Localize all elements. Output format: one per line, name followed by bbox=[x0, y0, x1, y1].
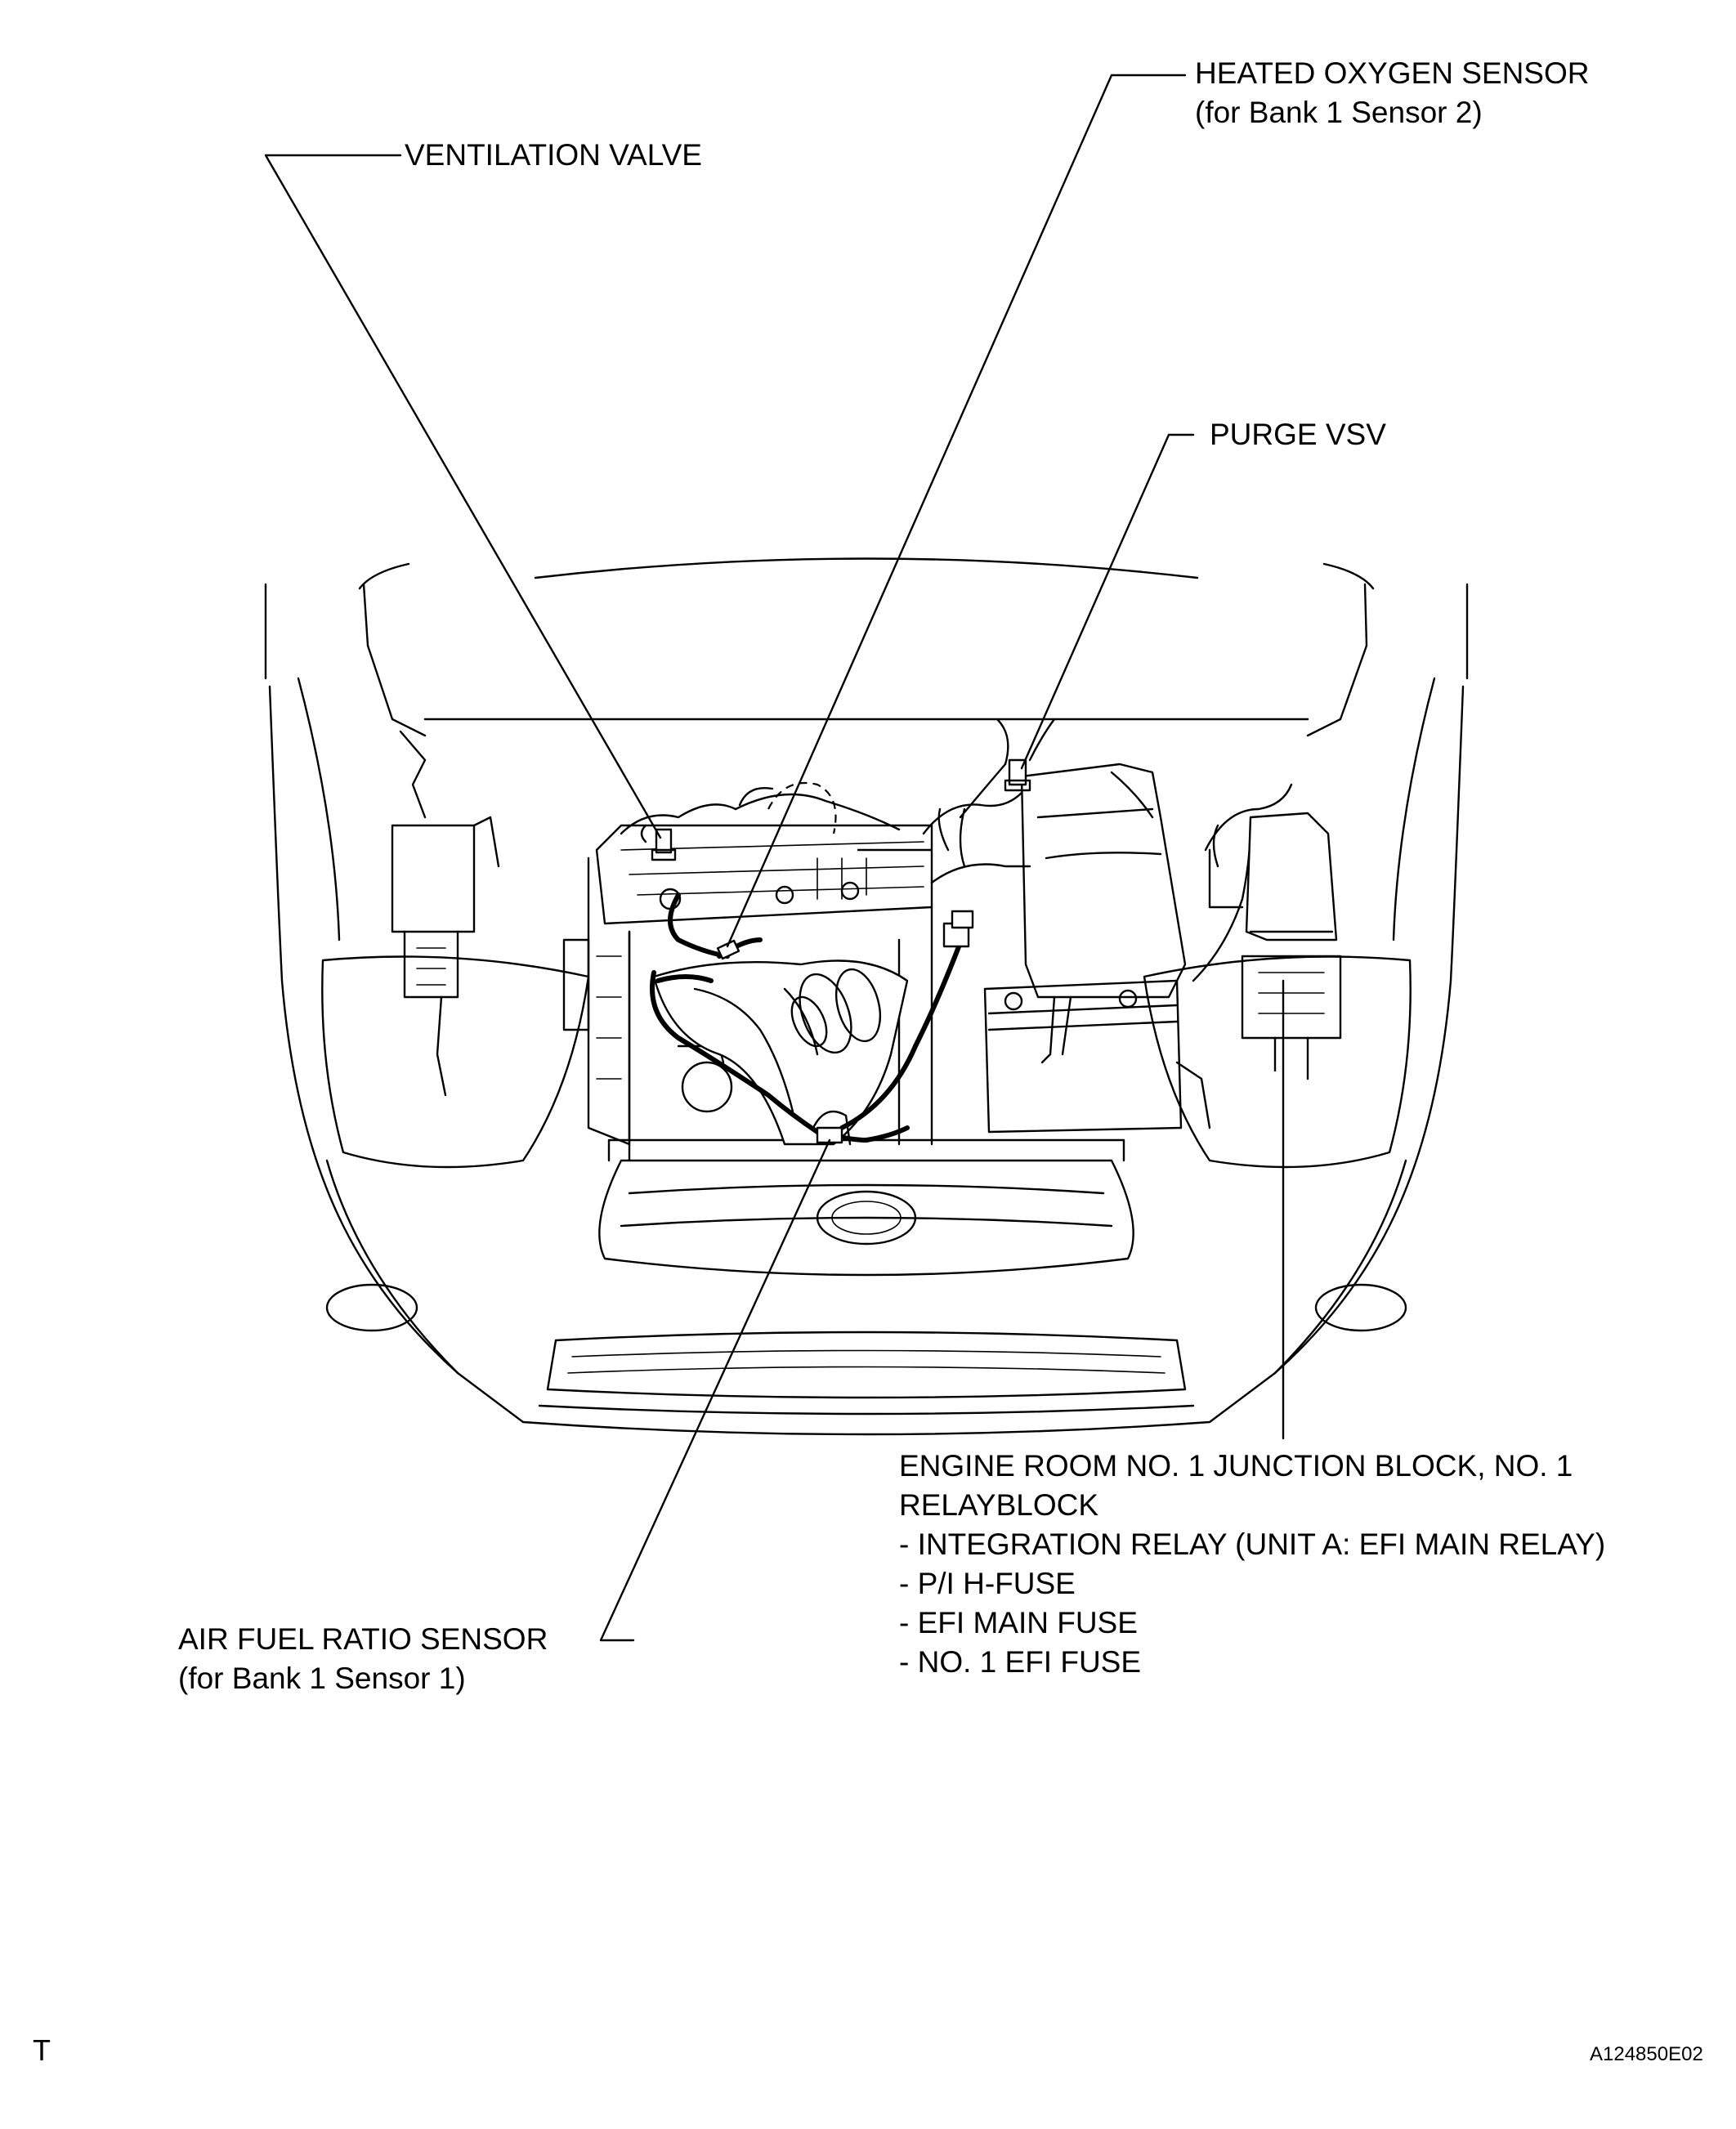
leader-heated-oxygen-sensor bbox=[726, 74, 1187, 948]
leader-ventilation-valve bbox=[264, 154, 662, 839]
heated-oxygen-sensor-qualifier: (for Bank 1 Sensor 2) bbox=[1195, 96, 1483, 129]
figure-id: A124850E02 bbox=[1590, 2043, 1703, 2065]
junction-block-part bbox=[1208, 812, 1342, 1080]
leader-air-fuel-ratio-sensor bbox=[599, 1138, 831, 1642]
junction-block-item-no1-efi-fuse: - NO. 1 EFI FUSE bbox=[899, 1645, 1142, 1679]
leader-purge-vsv bbox=[1020, 433, 1195, 770]
ventilation-valve-label: VENTILATION VALVE bbox=[405, 136, 702, 175]
heated-oxygen-sensor-name: HEATED OXYGEN SENSOR bbox=[1195, 56, 1590, 90]
exhaust-manifold bbox=[652, 959, 909, 1146]
air-cleaner-and-battery bbox=[922, 718, 1293, 1134]
purge-vsv-label: PURGE VSV bbox=[1210, 415, 1386, 454]
junction-block-subtitle: RELAYBLOCK bbox=[899, 1488, 1099, 1522]
ventilation-valve-name: VENTILATION VALVE bbox=[405, 138, 702, 172]
ventilation-valve-part bbox=[640, 824, 677, 861]
air-fuel-ratio-sensor-qualifier: (for Bank 1 Sensor 1) bbox=[178, 1662, 466, 1695]
air-fuel-ratio-sensor-name: AIR FUEL RATIO SENSOR bbox=[178, 1622, 548, 1656]
air-fuel-ratio-sensor-label: AIR FUEL RATIO SENSOR (for Bank 1 Sensor… bbox=[178, 1620, 548, 1698]
junction-block-item-pi-h-fuse: - P/I H-FUSE bbox=[899, 1567, 1076, 1600]
junction-block-title: ENGINE ROOM NO. 1 JUNCTION BLOCK, NO. 1 bbox=[899, 1449, 1573, 1483]
junction-block-label: ENGINE ROOM NO. 1 JUNCTION BLOCK, NO. 1 … bbox=[899, 1447, 1605, 1682]
heated-oxygen-sensor-label: HEATED OXYGEN SENSOR (for Bank 1 Sensor … bbox=[1195, 54, 1589, 132]
vehicle-front-outline bbox=[264, 557, 1469, 1436]
left-fender-components bbox=[391, 730, 500, 1097]
leader-lines bbox=[264, 74, 1285, 1642]
purge-vsv-name: PURGE VSV bbox=[1210, 418, 1386, 451]
engine-block bbox=[562, 781, 933, 1162]
corner-mark-t: T bbox=[33, 2033, 51, 2067]
junction-block-item-efi-main-fuse: - EFI MAIN FUSE bbox=[899, 1606, 1138, 1639]
junction-block-item-integration-relay: - INTEGRATION RELAY (UNIT A: EFI MAIN RE… bbox=[899, 1527, 1606, 1561]
sensor-wiring-harness bbox=[650, 892, 974, 1144]
